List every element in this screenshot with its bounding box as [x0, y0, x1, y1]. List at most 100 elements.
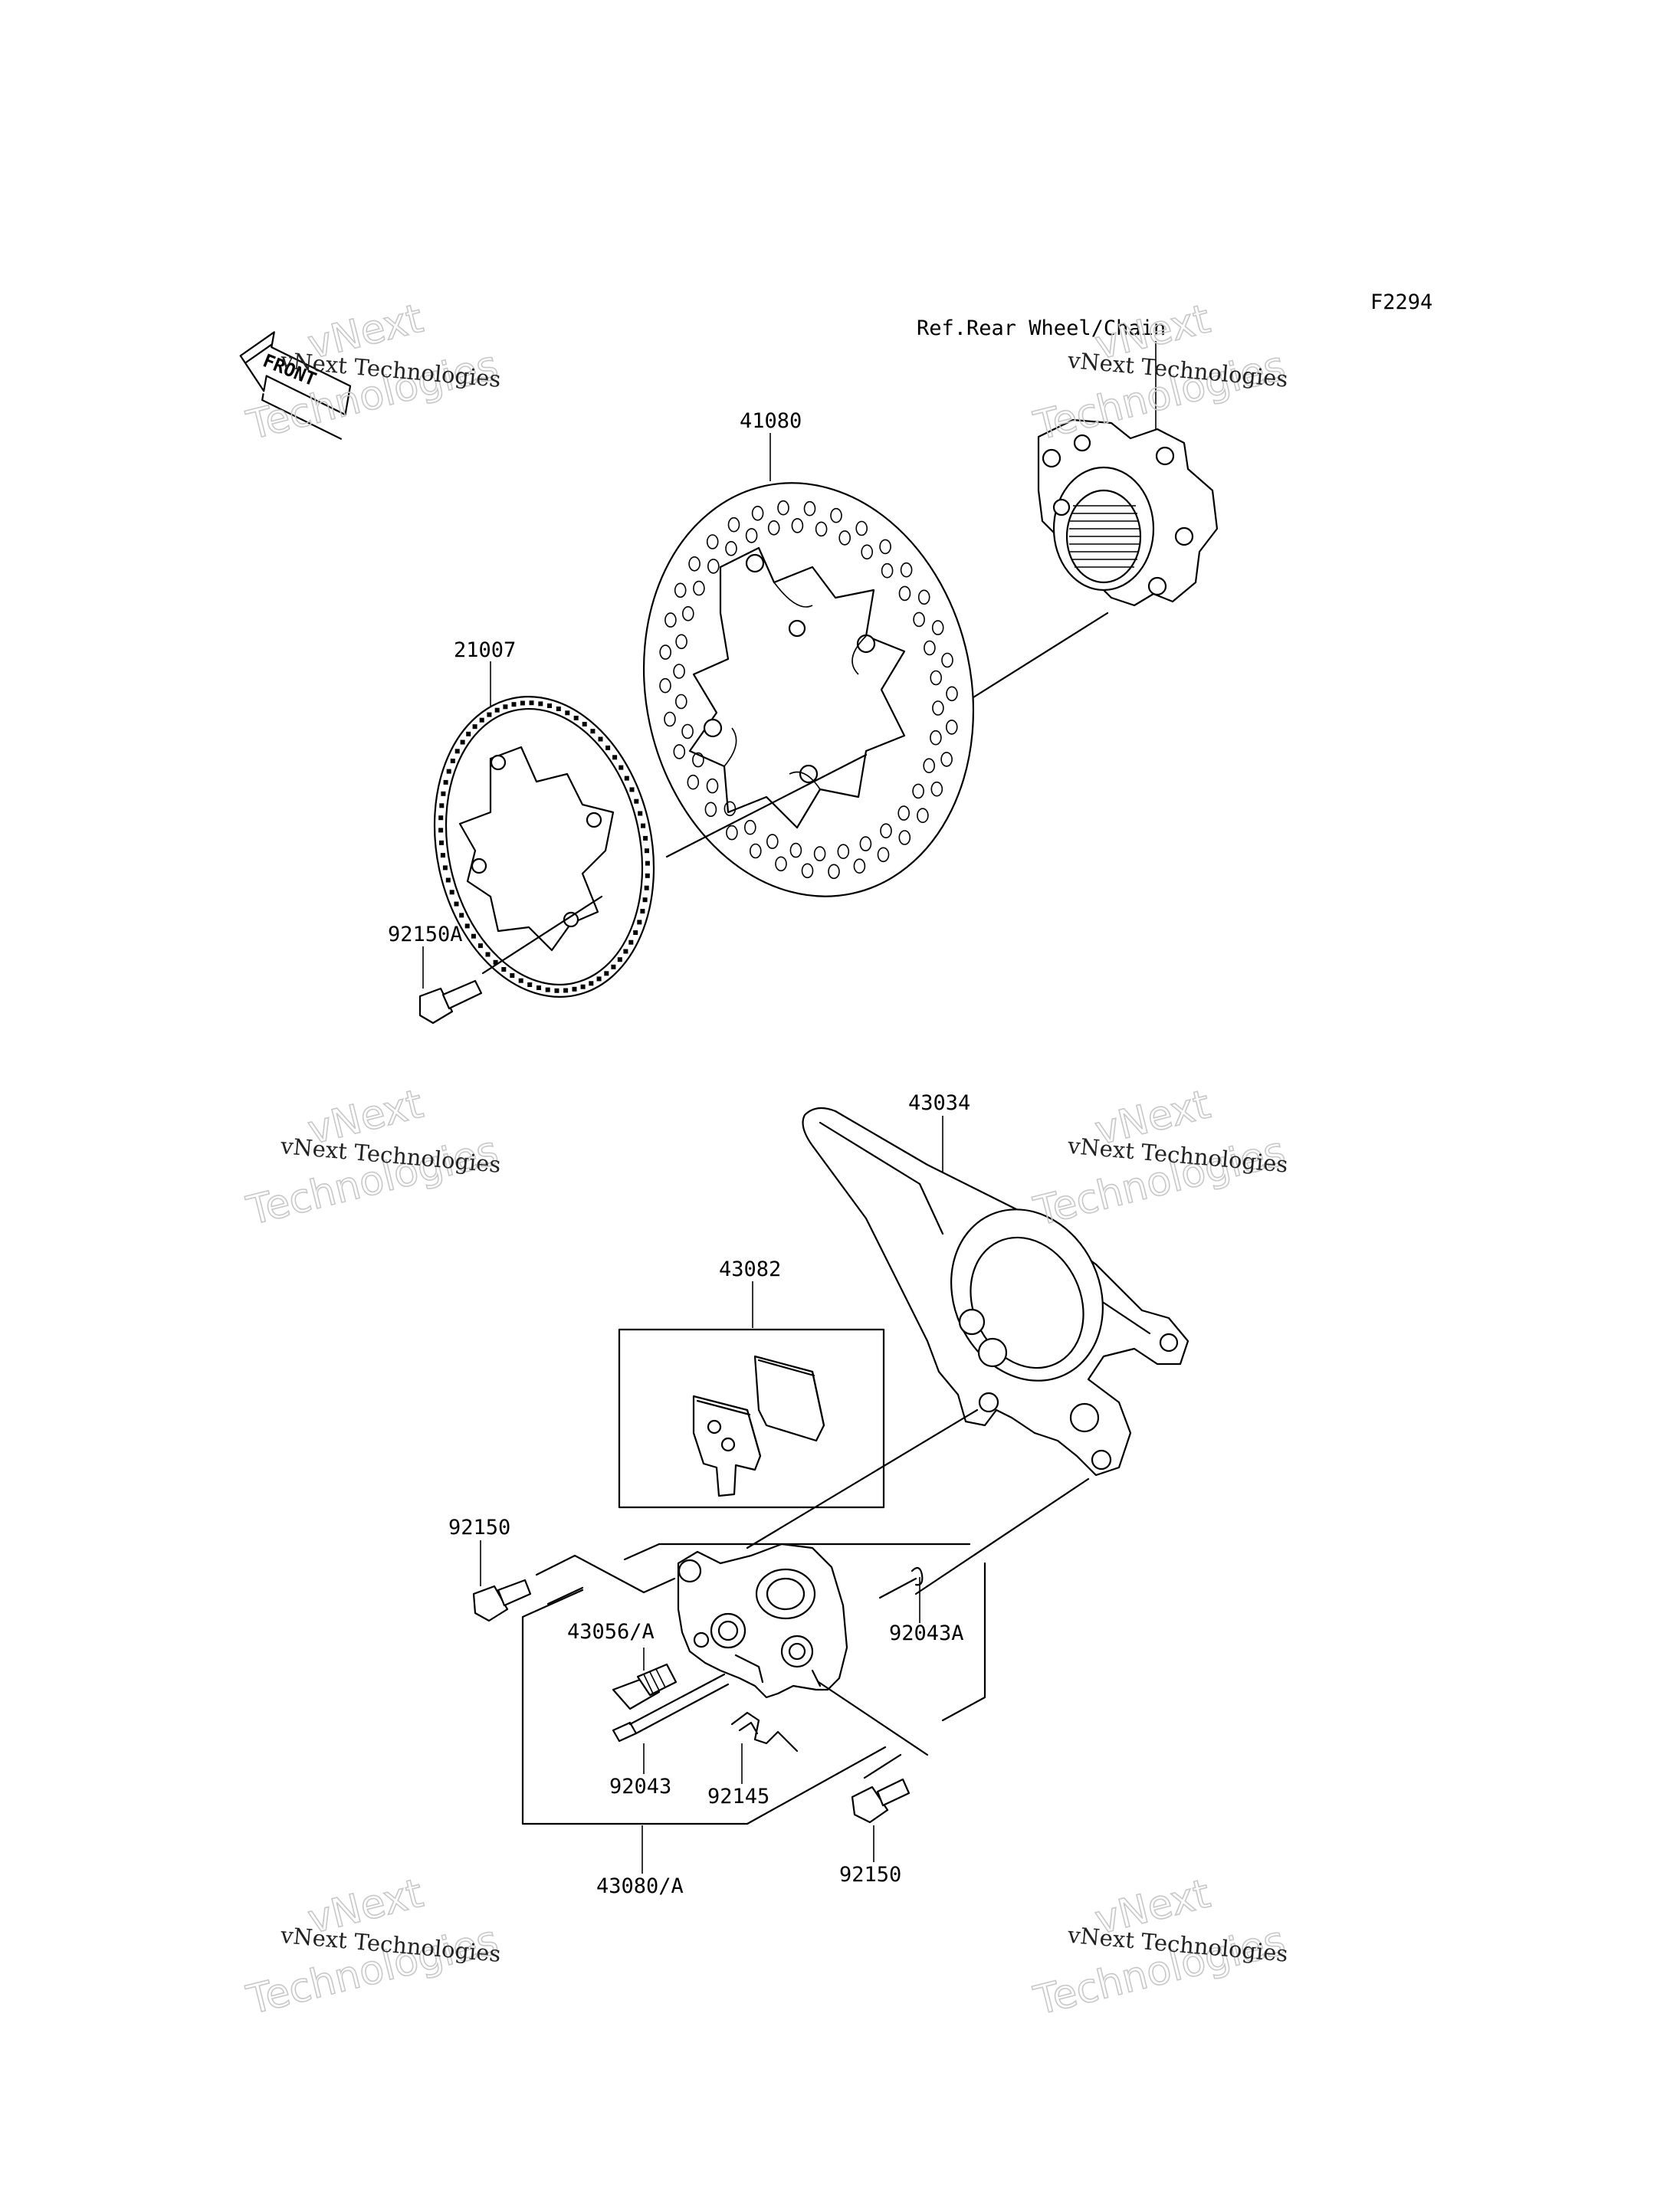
disc-hole [724, 801, 737, 817]
disc-hole [897, 805, 910, 821]
abs-rotor-tooth [518, 978, 523, 983]
disc-hole [704, 802, 717, 818]
part-label-21007: 21007 [454, 638, 516, 662]
watermark-bottom-right: vNext Technologies vNext Technologies [1029, 1871, 1290, 2025]
disc-hole [775, 856, 787, 872]
disc-hole [946, 720, 958, 735]
abs-rotor-illustration [433, 696, 655, 998]
abs-rotor-tooth [494, 707, 500, 713]
pad-pin-illustration [612, 1673, 730, 1743]
abs-rotor-tooth [449, 890, 454, 895]
abs-rotor-tooth [441, 791, 446, 796]
abs-rotor-tooth [645, 848, 649, 854]
watermark-top-left: vNext Technologies vNext Technologies [241, 295, 503, 450]
abs-rotor-tooth [629, 787, 635, 792]
disc-hole [913, 612, 925, 628]
disc-hole [940, 752, 953, 767]
abs-rotor-tooth [511, 702, 517, 707]
abs-rotor-tooth [442, 865, 448, 871]
caliper-bracket-illustration [802, 1107, 1189, 1477]
disc-hole [898, 830, 911, 845]
watermark-bottom-left: vNext Technologies vNext Technologies [241, 1870, 503, 2025]
disc-hole [664, 711, 676, 727]
bracket-bolt-upper-illustration [472, 1579, 532, 1622]
disc-hole [727, 516, 740, 533]
abs-rotor-tooth [637, 920, 642, 925]
abs-rotor-tooth [640, 909, 645, 914]
abs-rotor-tooth [445, 877, 451, 883]
disc-hole [923, 758, 935, 774]
part-label-92043A: 92043A [889, 1622, 964, 1645]
part-label-43080A: 43080/A [596, 1874, 684, 1898]
abs-rotor-tooth [572, 986, 577, 992]
disc-hole [855, 520, 868, 536]
abs-rotor-tooth [460, 739, 465, 745]
abs-rotor-tooth [596, 976, 602, 982]
disc-hole [673, 664, 685, 679]
abs-rotor-tooth [643, 835, 648, 841]
abs-rotor-tooth [589, 981, 594, 986]
abs-rotor-tooth [545, 987, 550, 992]
abs-rotor-tooth [472, 724, 477, 730]
disc-hole [941, 652, 953, 668]
disc-hole [930, 781, 943, 797]
abs-rotor-tooth [479, 717, 484, 723]
abs-rotor-tooth [547, 703, 552, 708]
reference-note: Ref.Rear Wheel/Chain [917, 316, 1166, 340]
disc-hole [930, 730, 942, 746]
disc-hole [726, 825, 738, 841]
abs-rotor-tooth [450, 759, 455, 763]
disc-hole [853, 858, 866, 874]
abs-rotor-tooth [471, 933, 476, 939]
disc-hole [766, 834, 779, 849]
abs-rotor-tooth [443, 779, 448, 785]
disc-hole [673, 744, 686, 759]
disc-hole [838, 530, 851, 546]
abs-rotor-tooth [536, 985, 541, 990]
abs-rotor-tooth [485, 952, 491, 957]
abs-rotor-tooth [634, 798, 639, 804]
bleeder-valve-illustration [612, 1663, 678, 1710]
disc-hole [707, 559, 720, 574]
brake-pads-box [618, 1328, 885, 1509]
abs-rotor-tooth [538, 701, 543, 707]
disc-hole [659, 677, 671, 694]
part-label-43056A: 43056/A [567, 1620, 655, 1644]
abs-rotor-tooth [645, 861, 650, 866]
watermark-middle-right: vNext Technologies vNext Technologies [1029, 1081, 1290, 1236]
abs-rotor-tooth [454, 749, 460, 754]
disc-hole [745, 528, 758, 543]
bracket-bolt-lower-illustration [851, 1778, 911, 1824]
disc-hole [706, 778, 719, 794]
abs-rotor-tooth [459, 913, 464, 918]
abs-rotor-tooth [624, 776, 629, 781]
abs-rotor-tooth [466, 731, 471, 736]
abs-rotor-tooth [642, 897, 648, 903]
abs-rotor-tooth [605, 745, 611, 750]
abs-rotor-tooth [477, 943, 483, 949]
part-label-92043: 92043 [609, 1775, 671, 1799]
part-label-92145: 92145 [707, 1785, 769, 1808]
disc-hole [803, 500, 816, 516]
abs-rotor-tooth [556, 707, 561, 711]
part-label-41080: 41080 [740, 409, 802, 433]
disc-hole [706, 534, 719, 549]
abs-rotor-tooth [644, 885, 649, 890]
disc-hole [692, 752, 704, 768]
watermark-top-right: vNext Technologies vNext Technologies [1029, 296, 1290, 451]
disc-hole [946, 686, 958, 702]
abs-rotor-tooth [604, 971, 609, 976]
disc-hole [828, 864, 840, 880]
abs-rotor-tooth [573, 716, 579, 720]
abs-rotor-tooth [563, 988, 569, 993]
abs-rotor-tooth [645, 873, 650, 878]
pad-spring-illustration [730, 1711, 799, 1753]
part-label-43034: 43034 [908, 1091, 970, 1115]
rear-hub-illustration [1037, 418, 1219, 607]
abs-rotor-tooth [439, 840, 444, 845]
abs-rotor-tooth [612, 755, 618, 760]
disc-hole [664, 612, 677, 628]
abs-rotor-tooth [623, 949, 628, 954]
caliper-illustration [677, 1543, 848, 1699]
